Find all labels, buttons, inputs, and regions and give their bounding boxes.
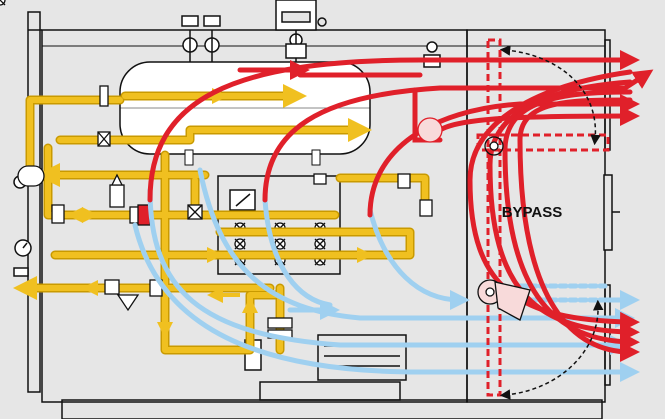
water-lines <box>132 167 640 382</box>
bypass-label: BYPASS <box>502 204 563 221</box>
damper-actuator-arrows <box>499 45 604 400</box>
pipe-fittings <box>17 85 433 339</box>
valve-grid <box>0 0 326 266</box>
bypass-dampers <box>476 38 610 397</box>
